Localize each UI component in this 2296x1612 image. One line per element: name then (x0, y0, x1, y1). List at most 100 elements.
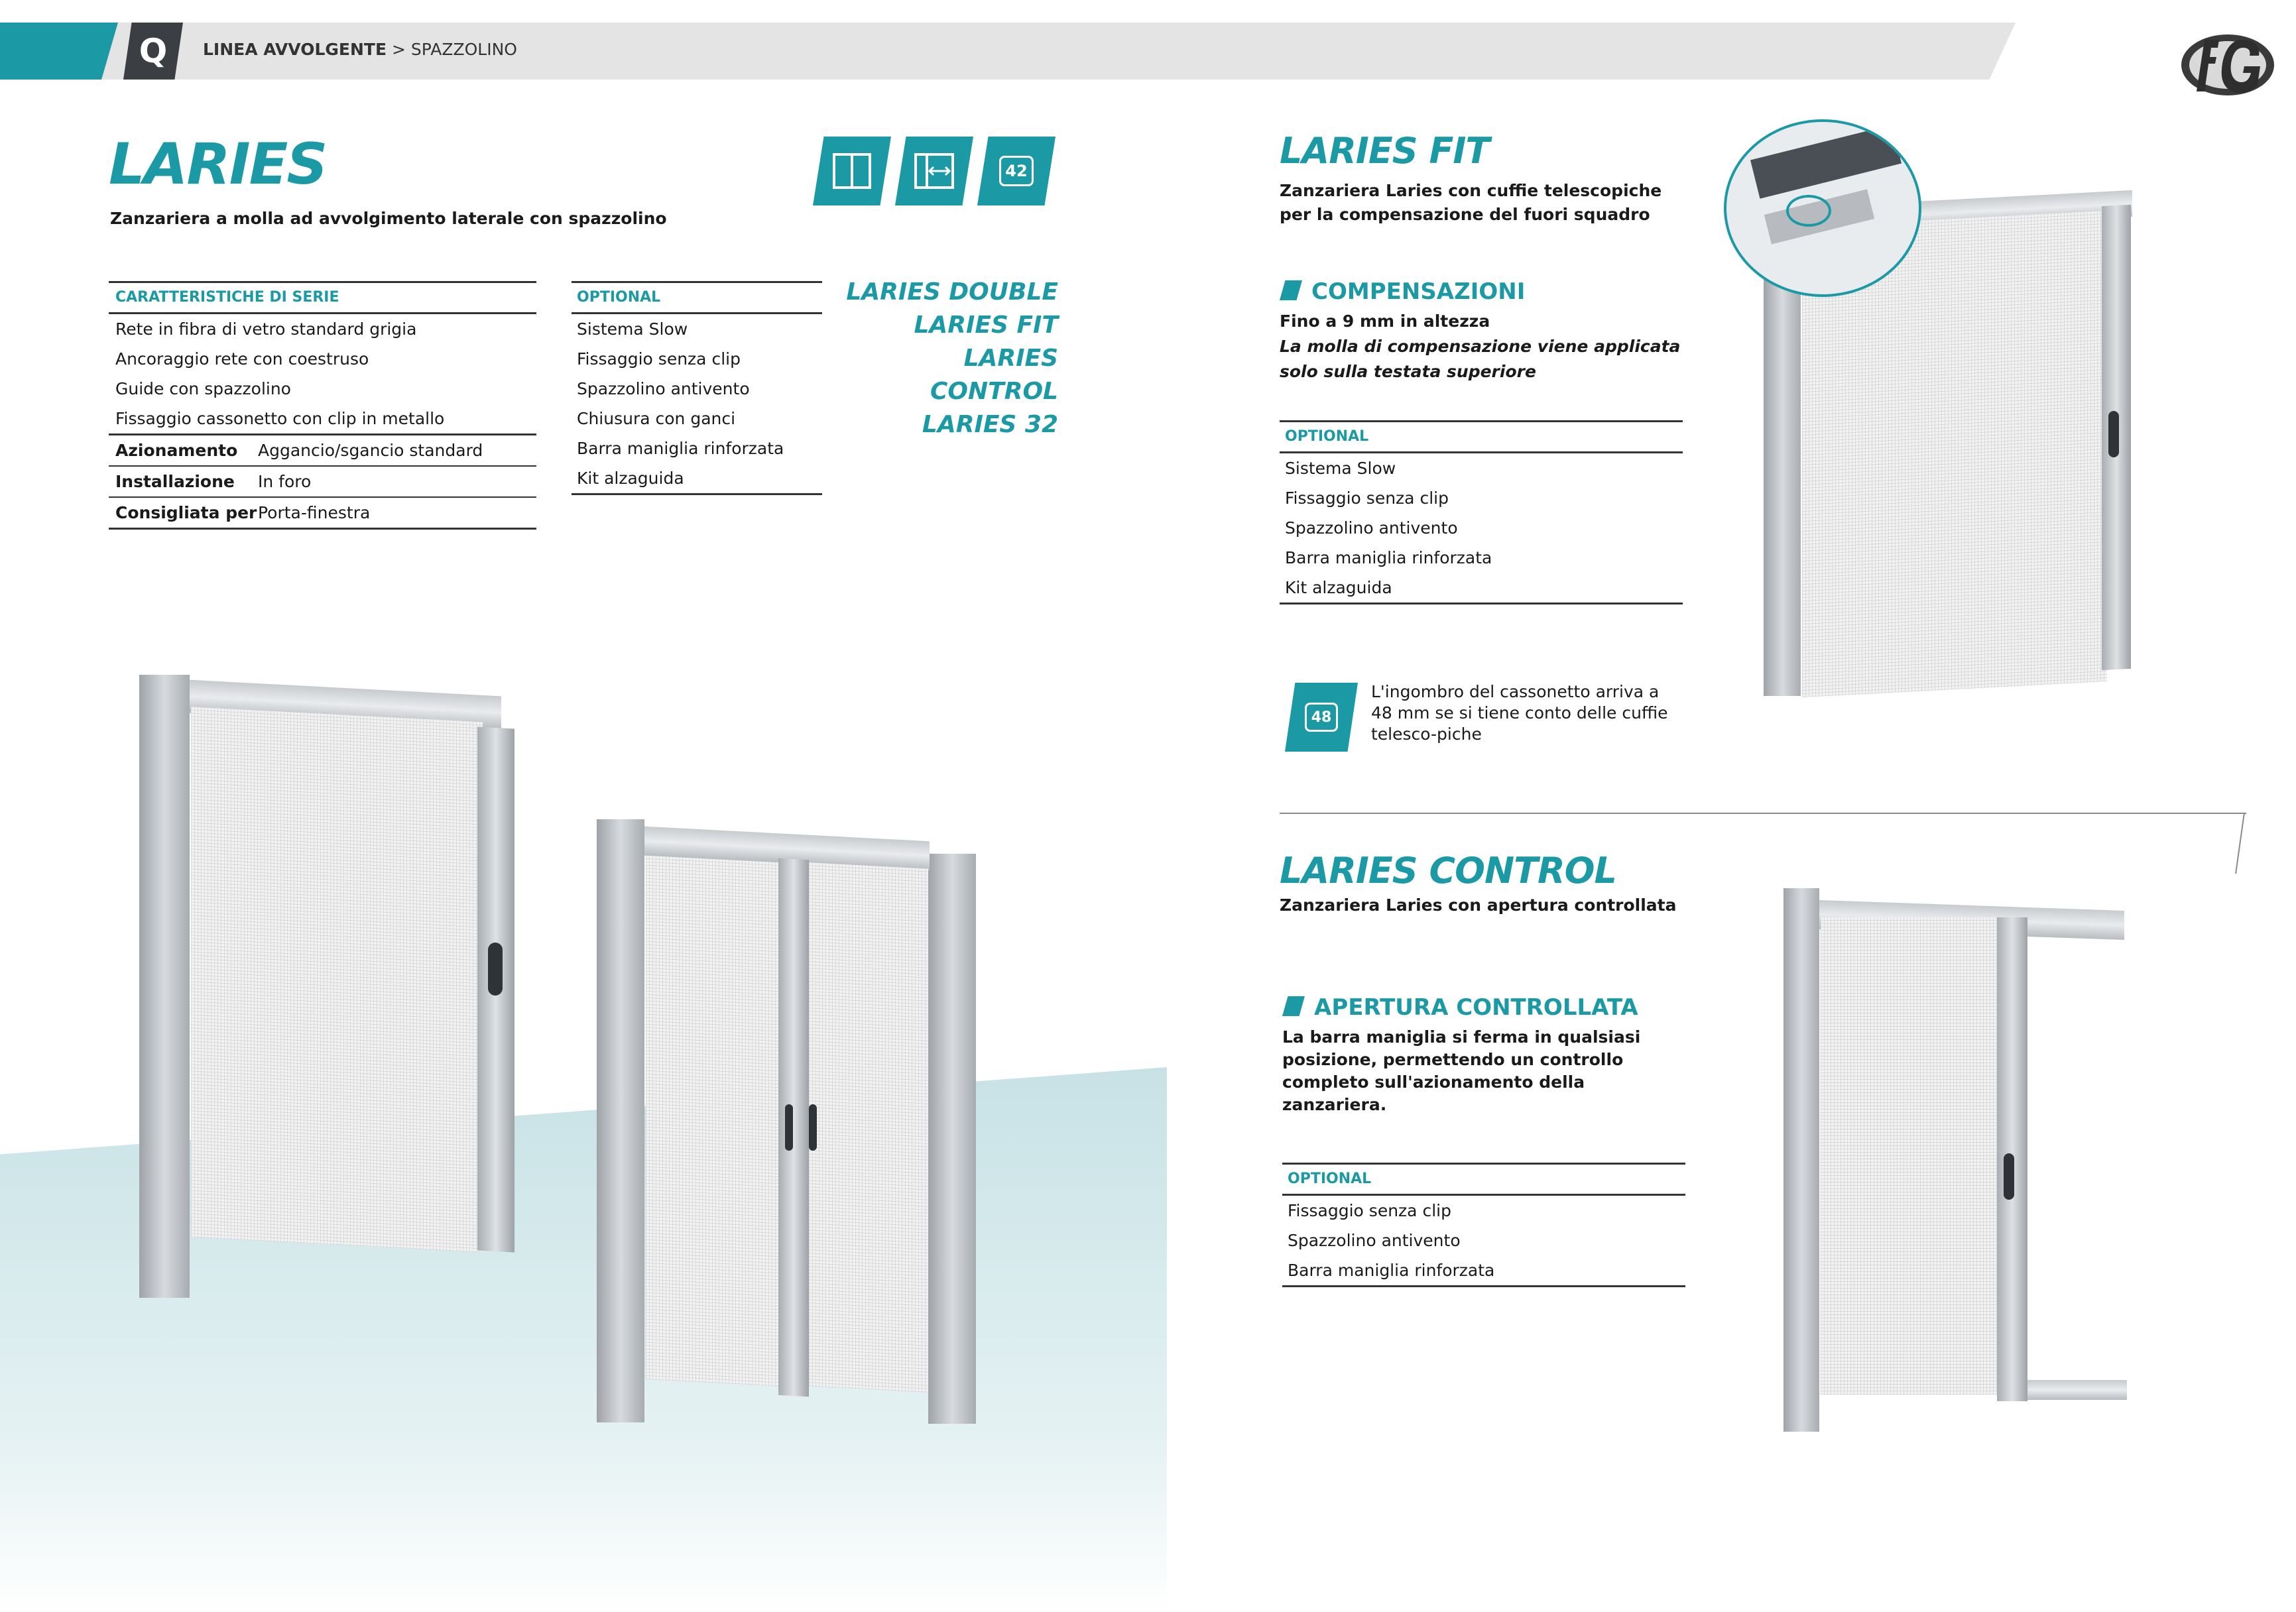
handle (809, 1104, 817, 1151)
list-item: Sistema Slow (1285, 459, 1396, 478)
list-item: Spazzolino antivento (577, 379, 750, 398)
header-accent-tab (0, 23, 118, 80)
table-rule (572, 312, 822, 314)
handle (2004, 1153, 2014, 1200)
table-rule (572, 281, 822, 283)
list-item: Spazzolino antivento (1285, 518, 1458, 538)
laries-fit-optional-table: OPTIONAL Sistema Slow Fissaggio senza cl… (1280, 420, 1683, 604)
list-item: Fissaggio cassonetto con clip in metallo (115, 409, 445, 428)
table-rule (1280, 603, 1683, 604)
list-item: Fissaggio senza clip (577, 349, 741, 369)
table-rule (1280, 451, 1683, 453)
list-item: Barra maniglia rinforzata (1285, 548, 1492, 567)
breadcrumb-main[interactable]: LINEA AVVOLGENTE (203, 40, 387, 59)
list-item: Kit alzaguida (577, 469, 684, 488)
spec-value: In foro (258, 472, 312, 491)
single-door-icon (813, 137, 891, 205)
spec-value: Porta-finestra (258, 503, 371, 522)
table-rule (109, 281, 536, 283)
list-item: Kit alzaguida (1285, 578, 1392, 597)
apertura-text: La barra maniglia si ferma in qualsiasi … (1282, 1027, 1641, 1114)
compensazioni-line2: La molla di compensazione viene applicat… (1280, 337, 1681, 381)
laries-fit-subtitle: Zanzariera Laries con cuffie telescopich… (1280, 181, 1662, 224)
variant-link[interactable]: LARIES FIT (914, 312, 1058, 339)
table-rule (109, 528, 536, 530)
table-rule (109, 465, 536, 467)
apertura-heading: APERTURA CONTROLLATA (1282, 994, 1638, 1021)
size-42-icon: 42 (977, 137, 1056, 205)
table-row: Installazione In foro (109, 467, 536, 496)
laries-title: LARIES (109, 131, 328, 198)
section-divider (1280, 813, 2246, 814)
spring-icon (1786, 195, 1831, 227)
compensazioni-line1: Fino a 9 mm in altezza (1280, 312, 1490, 331)
table-rule (109, 496, 536, 498)
spec-label: Azionamento (115, 441, 238, 460)
mesh-panel (191, 707, 483, 1253)
laries-fit-note: L'ingombro del cassonetto arriva a 48 mm… (1371, 682, 1668, 744)
table-row: Azionamento Aggancio/sgancio standard (109, 435, 536, 465)
table-row: Consigliata per Porta-finestra (109, 498, 536, 528)
section-title-text: APERTURA CONTROLLATA (1314, 994, 1638, 1021)
size-48-label: 48 (1305, 703, 1338, 732)
table-rule (1280, 420, 1683, 422)
spec-label: Installazione (115, 472, 235, 491)
list-item: Chiusura con ganci (577, 409, 736, 428)
detail-cap (1750, 125, 1902, 199)
center-handle-bar (778, 858, 809, 1397)
lateral-opening-icon (895, 137, 973, 205)
breadcrumb: LINEA AVVOLGENTE > SPAZZOLINO (203, 40, 517, 59)
optional-header: OPTIONAL (577, 289, 661, 306)
size-48-icon: 48 (1285, 683, 1358, 752)
table-rule (109, 312, 536, 314)
header-bar (0, 23, 2016, 80)
laries-control-subtitle: Zanzariera Laries con apertura controlla… (1280, 895, 1677, 915)
spec-label: Consigliata per (115, 503, 257, 522)
list-item: Ancoraggio rete con coestruso (115, 349, 369, 369)
detail-zoom-circle (1724, 119, 1921, 297)
laries-control-title: LARIES CONTROL (1280, 850, 1617, 892)
list-item: Fissaggio senza clip (1285, 489, 1449, 508)
list-item: Barra maniglia rinforzata (577, 439, 784, 458)
mesh-panel (646, 855, 778, 1387)
mesh-panel (809, 862, 928, 1393)
optional-header: OPTIONAL (1288, 1171, 1372, 1187)
frame-side (1783, 888, 1819, 1432)
frame-side (597, 819, 644, 1422)
variant-link[interactable]: LARIES DOUBLE (846, 278, 1058, 306)
laries-control-product-image (1777, 882, 2135, 1432)
laries-fit-title: LARIES FIT (1280, 130, 1490, 172)
section-marker-icon (1280, 280, 1302, 300)
size-42-label: 42 (999, 156, 1034, 186)
bottom-guide (2027, 1380, 2127, 1400)
laries-fit-product-image (1750, 186, 2135, 703)
list-item: Barra maniglia rinforzata (1288, 1261, 1495, 1280)
section-letter-badge: Q (123, 23, 183, 80)
variants-list: LARIES DOUBLE LARIES FIT LARIES CONTROL … (842, 276, 1058, 441)
handle (785, 1104, 793, 1151)
series-table: CARATTERISTICHE DI SERIE Rete in fibra d… (109, 281, 536, 530)
list-item: Guide con spazzolino (115, 379, 291, 398)
variant-link[interactable]: LARIES CONTROL (930, 345, 1058, 405)
series-header: CARATTERISTICHE DI SERIE (115, 289, 339, 306)
table-rule (572, 493, 822, 495)
compensazioni-heading: COMPENSAZIONI (1280, 278, 1525, 305)
list-item: Rete in fibra di vetro standard grigia (115, 319, 417, 339)
list-item: Spazzolino antivento (1288, 1231, 1461, 1250)
laries-single-product-image (139, 675, 530, 1298)
list-item: Sistema Slow (577, 319, 688, 339)
section-divider-tail (2235, 813, 2245, 874)
handle (488, 943, 503, 996)
brand-logo-icon (2181, 34, 2274, 95)
optional-header: OPTIONAL (1285, 428, 1369, 445)
handle (2108, 411, 2119, 457)
list-item: Fissaggio senza clip (1288, 1201, 1451, 1220)
variant-link[interactable]: LARIES 32 (922, 411, 1058, 438)
breadcrumb-sub: SPAZZOLINO (410, 40, 517, 59)
mesh-panel (1821, 917, 2000, 1395)
frame-side (928, 854, 976, 1424)
section-marker-icon (1282, 996, 1305, 1016)
laries-control-optional-table: OPTIONAL Fissaggio senza clip Spazzolino… (1282, 1163, 1685, 1287)
laries-optional-table: OPTIONAL Sistema Slow Fissaggio senza cl… (572, 281, 822, 495)
frame-side (1764, 232, 1801, 696)
